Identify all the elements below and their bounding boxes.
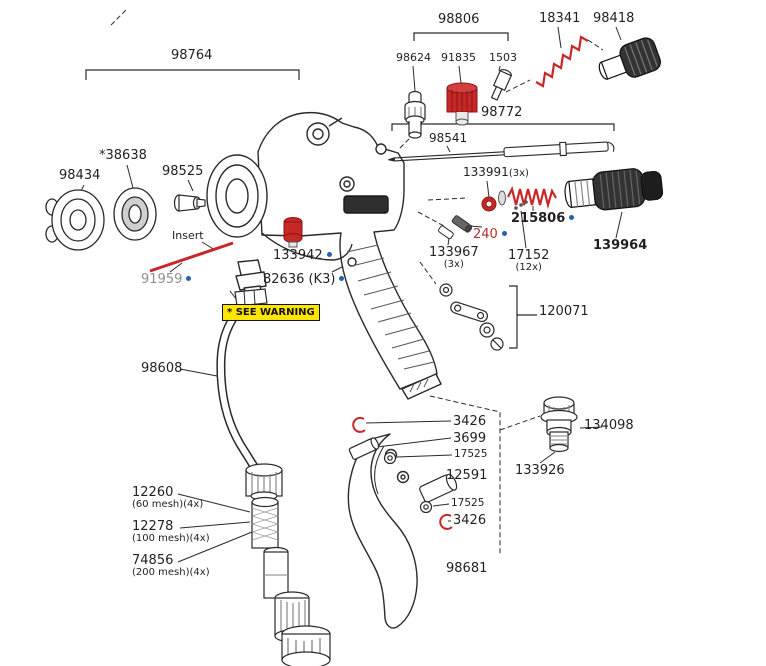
- part-label-133942: 133942: [273, 248, 332, 263]
- needle-91959-drawing: [149, 241, 234, 273]
- part-label-98806: 98806: [438, 12, 480, 27]
- pin-133967-drawing: [438, 225, 454, 240]
- part-label-12260: 12260(60 mesh)(4x): [132, 485, 204, 511]
- part-label-17525-bottom: 17525: [451, 497, 485, 509]
- valve-98624-drawing: [404, 90, 426, 139]
- part-label-3699: 3699: [453, 431, 487, 446]
- part-label-134098: 134098: [584, 418, 634, 433]
- insert-label: Insert: [172, 229, 204, 242]
- washer-drawing: [498, 190, 506, 206]
- part-label-91835: 91835: [441, 51, 476, 64]
- pin-3699-drawing: [348, 437, 380, 460]
- spring-18341-drawing: [535, 35, 589, 88]
- part-label-240: 240: [473, 227, 507, 242]
- part-label-18341: 18341: [539, 11, 581, 26]
- washer-17525-top-drawing: [383, 451, 397, 465]
- part-label-38638: *38638: [99, 148, 147, 163]
- nozzle-133942-drawing: [283, 217, 303, 248]
- nozzle-98525-drawing: [173, 194, 206, 212]
- pin-240-drawing: [451, 215, 473, 233]
- roller-12591-drawing: [419, 473, 458, 503]
- gun-body-drawing: [206, 111, 442, 400]
- leader-lines: [79, 26, 623, 563]
- linkage-120071-drawing: [439, 283, 504, 351]
- part-label-133991: 133991(3x): [463, 165, 529, 179]
- blue-dot: [339, 276, 345, 281]
- part-label-74856: 74856(200 mesh)(4x): [132, 553, 210, 579]
- spring-215806-drawing: [507, 185, 557, 210]
- fitting-1503-drawing: [490, 68, 512, 101]
- part-label-3426-bottom: 3426: [453, 513, 487, 528]
- air-inlet-drawing: [401, 373, 442, 400]
- part-label-98434: 98434: [59, 168, 101, 183]
- part-label-91959: 91959: [141, 272, 192, 287]
- part-label-133926: 133926: [515, 463, 565, 478]
- clip-3426-bottom-drawing: [439, 513, 453, 530]
- blue-dot: [569, 215, 575, 220]
- part-label-3426-top: 3426: [453, 414, 487, 429]
- air-cap-98434-drawing: [45, 189, 105, 251]
- part-label-82636: 82636 (K3): [263, 272, 345, 287]
- part-label-98418: 98418: [593, 11, 635, 26]
- group-brackets: [85, 32, 615, 349]
- part-label-120071: 120071: [539, 304, 589, 319]
- part-label-12591: 12591: [446, 468, 488, 483]
- knob-98418-drawing: [598, 37, 662, 80]
- mesh-texture: [251, 507, 279, 541]
- part-label-98541: 98541: [429, 131, 468, 145]
- part-label-98772: 98772: [481, 105, 523, 120]
- blue-dot: [186, 276, 192, 281]
- part-label-98764: 98764: [171, 48, 213, 63]
- balls-17152-drawing: [514, 200, 528, 210]
- part-label-98624: 98624: [396, 51, 431, 64]
- fluid-tube-98608-drawing: [216, 288, 268, 471]
- part-label-98525: 98525: [162, 164, 204, 179]
- filter-stack-drawing: [245, 463, 331, 666]
- part-label-215806: 215806: [511, 211, 575, 226]
- connector-134098-drawing: [540, 396, 578, 453]
- trigger-98681-drawing: [347, 433, 418, 629]
- part-label-98608: 98608: [141, 361, 183, 376]
- part-label-17525-top: 17525: [454, 448, 488, 460]
- model-badge: [343, 195, 389, 214]
- nut-133991-hole: [485, 200, 493, 208]
- part-label-133967: 133967(3x): [429, 245, 479, 271]
- grip-texture: [346, 244, 435, 370]
- blue-dot: [326, 252, 332, 257]
- blue-dot: [501, 231, 507, 236]
- part-label-17152: 17152(12x): [508, 248, 550, 274]
- knob-139964-drawing: [564, 168, 664, 211]
- clip-3426-top-drawing: [352, 416, 366, 433]
- washer-17525-bottom-drawing: [419, 500, 433, 514]
- see-warning-badge: * SEE WARNING: [222, 304, 320, 321]
- knob-91835-drawing: [446, 82, 478, 126]
- part-label-98681: 98681: [446, 561, 488, 576]
- part-label-1503: 1503: [489, 51, 517, 64]
- ring-38638-drawing: [113, 187, 157, 241]
- needle-98541-drawing: [388, 141, 615, 162]
- part-label-12278: 12278(100 mesh)(4x): [132, 519, 210, 545]
- part-label-139964: 139964: [593, 238, 648, 253]
